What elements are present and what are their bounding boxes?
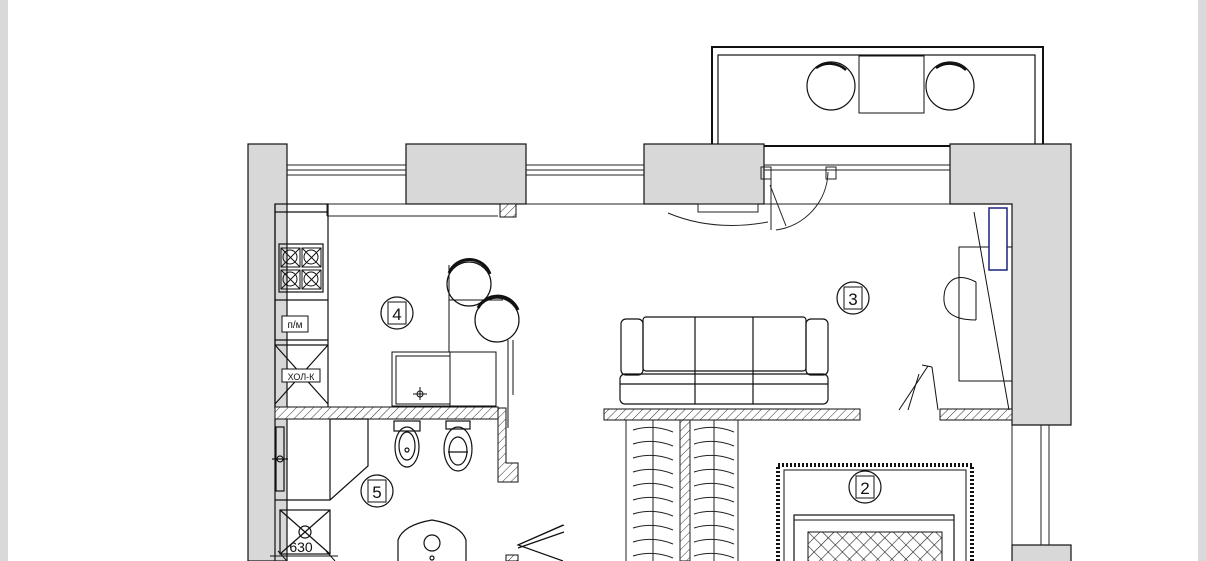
fridge-box — [281, 368, 321, 383]
kitchen-island — [391, 351, 497, 407]
bar-stools — [446, 257, 520, 428]
room-number-2: 2 — [860, 479, 869, 498]
dishwasher-box — [281, 315, 309, 333]
dimension-line — [270, 550, 338, 561]
wall-column — [499, 203, 517, 218]
balcony-door — [667, 166, 837, 231]
windows — [287, 164, 1050, 545]
room-marker-5: 5 — [360, 474, 394, 508]
room-number-4: 4 — [392, 305, 401, 324]
dimension-label: 630 — [289, 539, 313, 555]
dishwasher-label: п/м — [287, 320, 302, 331]
room-marker-2: 2 — [848, 470, 882, 504]
room-marker-4: 4 — [380, 296, 414, 330]
floor-plan: п/м ХОЛ-К — [247, 46, 1072, 561]
selected-radiator[interactable] — [988, 207, 1008, 271]
kitchen-counter — [274, 203, 329, 409]
room-number-3: 3 — [848, 290, 857, 309]
bathroom-fixtures — [272, 418, 565, 561]
fridge-label: ХОЛ-К — [288, 372, 316, 382]
wardrobe-hangers — [625, 420, 739, 561]
partitions — [274, 406, 1013, 561]
room-number-5: 5 — [372, 483, 381, 502]
drawing-sheet: п/м ХОЛ-К — [8, 0, 1198, 561]
room-marker-3: 3 — [836, 281, 870, 315]
work-desk — [898, 211, 1013, 411]
sofa — [619, 316, 829, 405]
balcony — [711, 46, 1044, 147]
bed — [776, 463, 974, 561]
